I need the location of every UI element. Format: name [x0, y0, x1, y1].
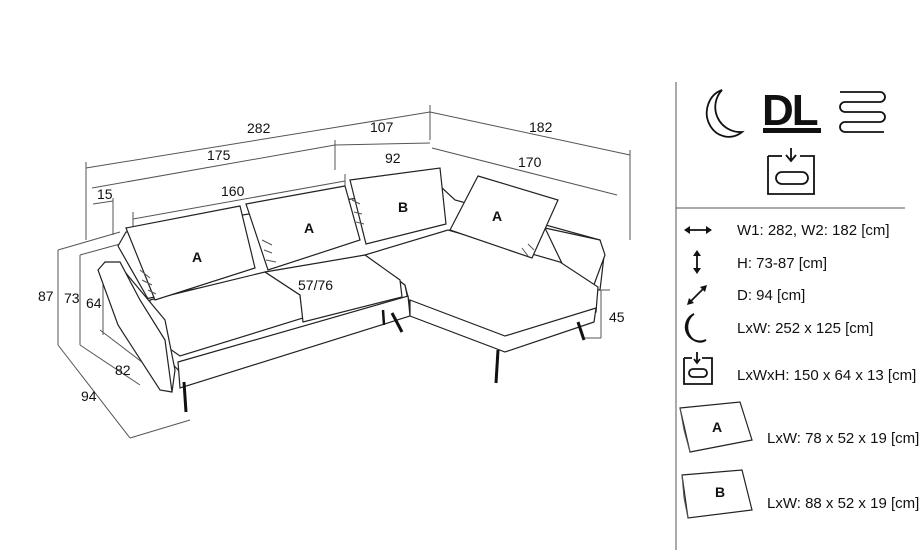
sofa-drawing: [97, 167, 606, 413]
dim-57-76: 57/76: [298, 277, 333, 293]
cushion-label-a1: A: [192, 249, 202, 265]
cushion-label-a3: A: [492, 208, 502, 224]
pillow-b-spec: LxW: 88 x 52 x 19 [cm]: [767, 495, 919, 512]
dim-282: 282: [247, 120, 271, 136]
spec-storage: LxWxH: 150 x 64 x 13 [cm]: [737, 367, 916, 384]
cushion-label-b: B: [398, 199, 408, 215]
dim-94: 94: [81, 388, 97, 404]
height-arrow-icon: [693, 250, 701, 274]
depth-arrow-icon: [687, 285, 707, 305]
pillow-a-spec: LxW: 78 x 52 x 19 [cm]: [767, 430, 919, 447]
dim-170: 170: [518, 154, 542, 170]
spring-coil-icon: [839, 91, 886, 133]
cushion-label-a2: A: [304, 220, 314, 236]
storage-box-icon: [767, 148, 815, 195]
dim-15: 15: [97, 186, 113, 202]
spec-sleeping-area: LxW: 252 x 125 [cm]: [737, 320, 873, 337]
dim-175: 175: [207, 147, 231, 163]
dim-64: 64: [86, 295, 102, 311]
spec-height: H: 73-87 [cm]: [737, 255, 827, 272]
pillow-b-icon: [681, 469, 753, 519]
dim-92: 92: [385, 150, 401, 166]
svg-text:DL: DL: [762, 86, 818, 135]
pillow-a-label: A: [712, 419, 722, 435]
spec-width: W1: 282, W2: 182 [cm]: [737, 222, 890, 239]
dim-45: 45: [609, 309, 625, 325]
storage-box-small-icon: [683, 352, 713, 385]
pillow-a-icon: [679, 401, 753, 453]
back-cushion-a-middle: [245, 185, 361, 271]
crescent-moon-small-icon: [684, 313, 707, 343]
dimension-lines: [57, 105, 631, 439]
dim-82: 82: [115, 362, 131, 378]
dim-160: 160: [221, 183, 245, 199]
dim-107: 107: [370, 119, 394, 135]
dl-logo-icon: DL: [762, 86, 821, 135]
dim-87: 87: [38, 288, 54, 304]
dim-182: 182: [529, 119, 553, 135]
crescent-moon-icon: [705, 89, 745, 138]
back-cushion-a-left: [125, 205, 256, 301]
width-arrow-icon: [684, 226, 712, 234]
pillow-b-label: B: [715, 484, 725, 500]
back-cushion-a-chaise: [449, 175, 559, 259]
spec-depth: D: 94 [cm]: [737, 287, 805, 304]
dim-73: 73: [64, 290, 80, 306]
